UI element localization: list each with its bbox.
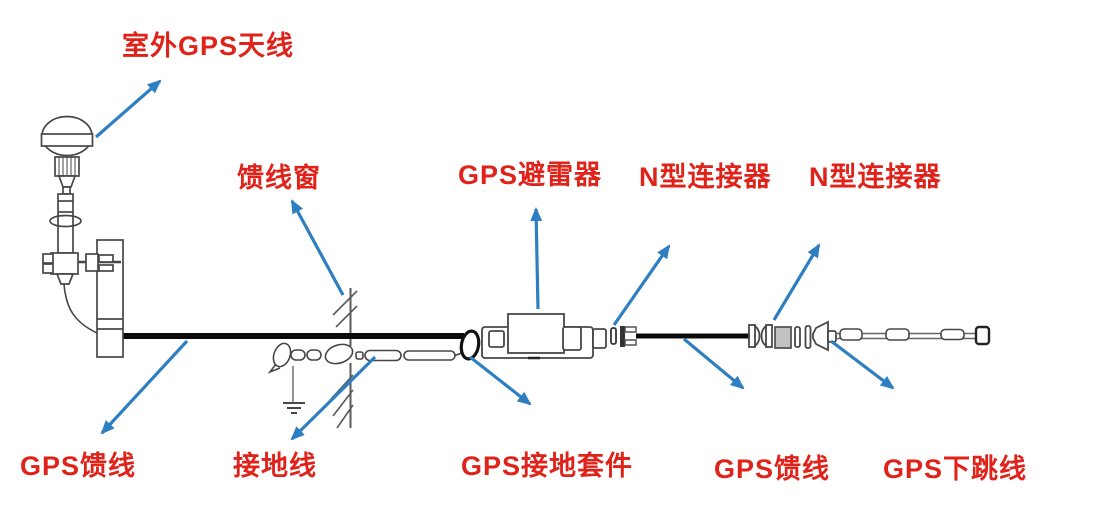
arrow-feeder-left bbox=[100, 339, 189, 435]
arrow-feeder-right bbox=[682, 337, 745, 390]
arrow-feeder-window bbox=[290, 199, 345, 296]
ground-symbol bbox=[283, 402, 305, 414]
arrow-ground-kit bbox=[469, 355, 532, 406]
gps-grounding-kit bbox=[324, 343, 463, 365]
n-type-connector-2 bbox=[748, 320, 837, 352]
callout-arrows bbox=[94, 79, 895, 441]
cable-loop bbox=[459, 329, 481, 361]
outdoor-gps-antenna-assembly bbox=[40, 115, 124, 358]
arrow-n-connector-1 bbox=[612, 244, 671, 326]
arrow-jumper bbox=[830, 339, 895, 390]
n-type-connector-1 bbox=[610, 326, 637, 347]
label-gps-jumper-cable: GPS下跳线 bbox=[883, 454, 1028, 484]
label-gps-grounding-kit: GPS接地套件 bbox=[461, 451, 634, 481]
label-feeder-window: 馈线窗 bbox=[237, 163, 321, 193]
label-n-type-connector-1: N型连接器 bbox=[639, 162, 772, 192]
arrow-arrester bbox=[530, 207, 543, 310]
label-grounding-wire: 接地线 bbox=[233, 451, 317, 481]
arrow-n-connector-2 bbox=[772, 243, 821, 321]
label-outdoor-gps-antenna: 室外GPS天线 bbox=[122, 31, 295, 61]
gps-feeder-cable-left bbox=[99, 329, 481, 361]
grounding-wire-assembly bbox=[267, 342, 322, 414]
arrow-outdoor-antenna bbox=[94, 79, 162, 139]
label-gps-feeder-right: GPS馈线 bbox=[714, 454, 831, 484]
gps-jumper-cable bbox=[836, 325, 991, 346]
label-n-type-connector-2: N型连接器 bbox=[809, 162, 942, 192]
arrow-ground-wire bbox=[290, 355, 377, 441]
label-gps-feeder-left: GPS馈线 bbox=[20, 451, 137, 481]
gps-lightning-arrester bbox=[481, 313, 607, 360]
label-gps-lightning-arrester: GPS避雷器 bbox=[458, 160, 603, 190]
